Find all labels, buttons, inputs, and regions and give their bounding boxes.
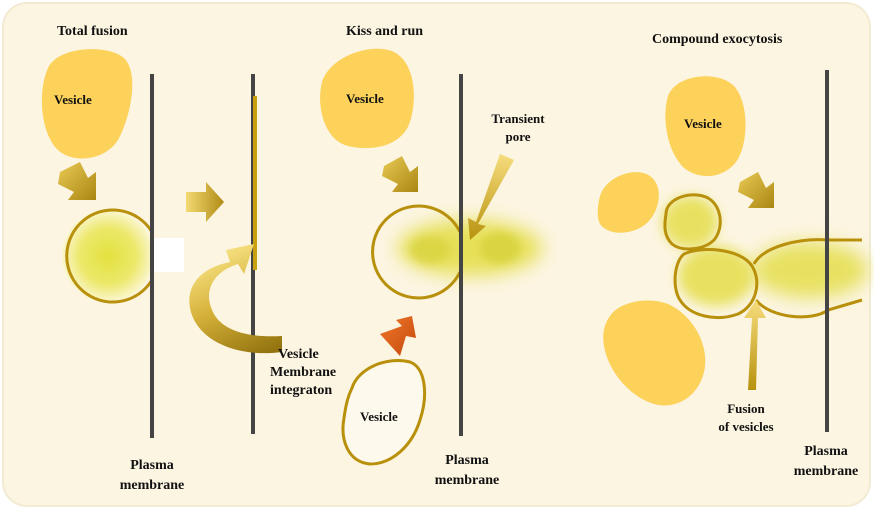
kiss-and-run-title: Kiss and run: [346, 24, 423, 39]
fusion-label-line2: of vesicles: [718, 419, 773, 434]
integration-label-line3: integraton: [270, 383, 332, 398]
fusion-label-line1: Fusion: [727, 401, 765, 416]
compound-exocytosis-title: Compound exocytosis: [652, 32, 783, 47]
vesicle-label: Vesicle: [684, 116, 722, 131]
plasma-label-line2: membrane: [435, 473, 500, 488]
integration-label-line2: Membrane: [270, 365, 336, 380]
plasma-label-line1: Plasma: [804, 444, 848, 459]
plasma-membrane: [150, 74, 154, 438]
integration-label-line1: Vesicle: [278, 347, 319, 362]
plasma-membrane: [825, 70, 829, 432]
vesicle-label: Vesicle: [54, 92, 92, 107]
vesicle-content-core: [410, 236, 450, 264]
plasma-membrane: [459, 74, 463, 436]
pore-label-line1: Transient: [491, 111, 545, 126]
total-fusion-title: Total fusion: [57, 24, 128, 39]
plasma-label-line1: Plasma: [445, 453, 489, 468]
plasma-label-line2: membrane: [794, 464, 859, 479]
vesicle-content: [62, 210, 154, 302]
plasma-label-line2: membrane: [120, 478, 185, 493]
recycled-vesicle-label: Vesicle: [360, 409, 398, 424]
pore-label-line2: pore: [505, 129, 530, 144]
plasma-label-line1: Plasma: [130, 458, 174, 473]
integrated-vesicle-membrane: [253, 96, 257, 270]
open-gap: [150, 238, 184, 272]
released-content-core: [480, 232, 520, 264]
vesicle-label: Vesicle: [346, 91, 384, 106]
compound-content: [678, 246, 754, 306]
